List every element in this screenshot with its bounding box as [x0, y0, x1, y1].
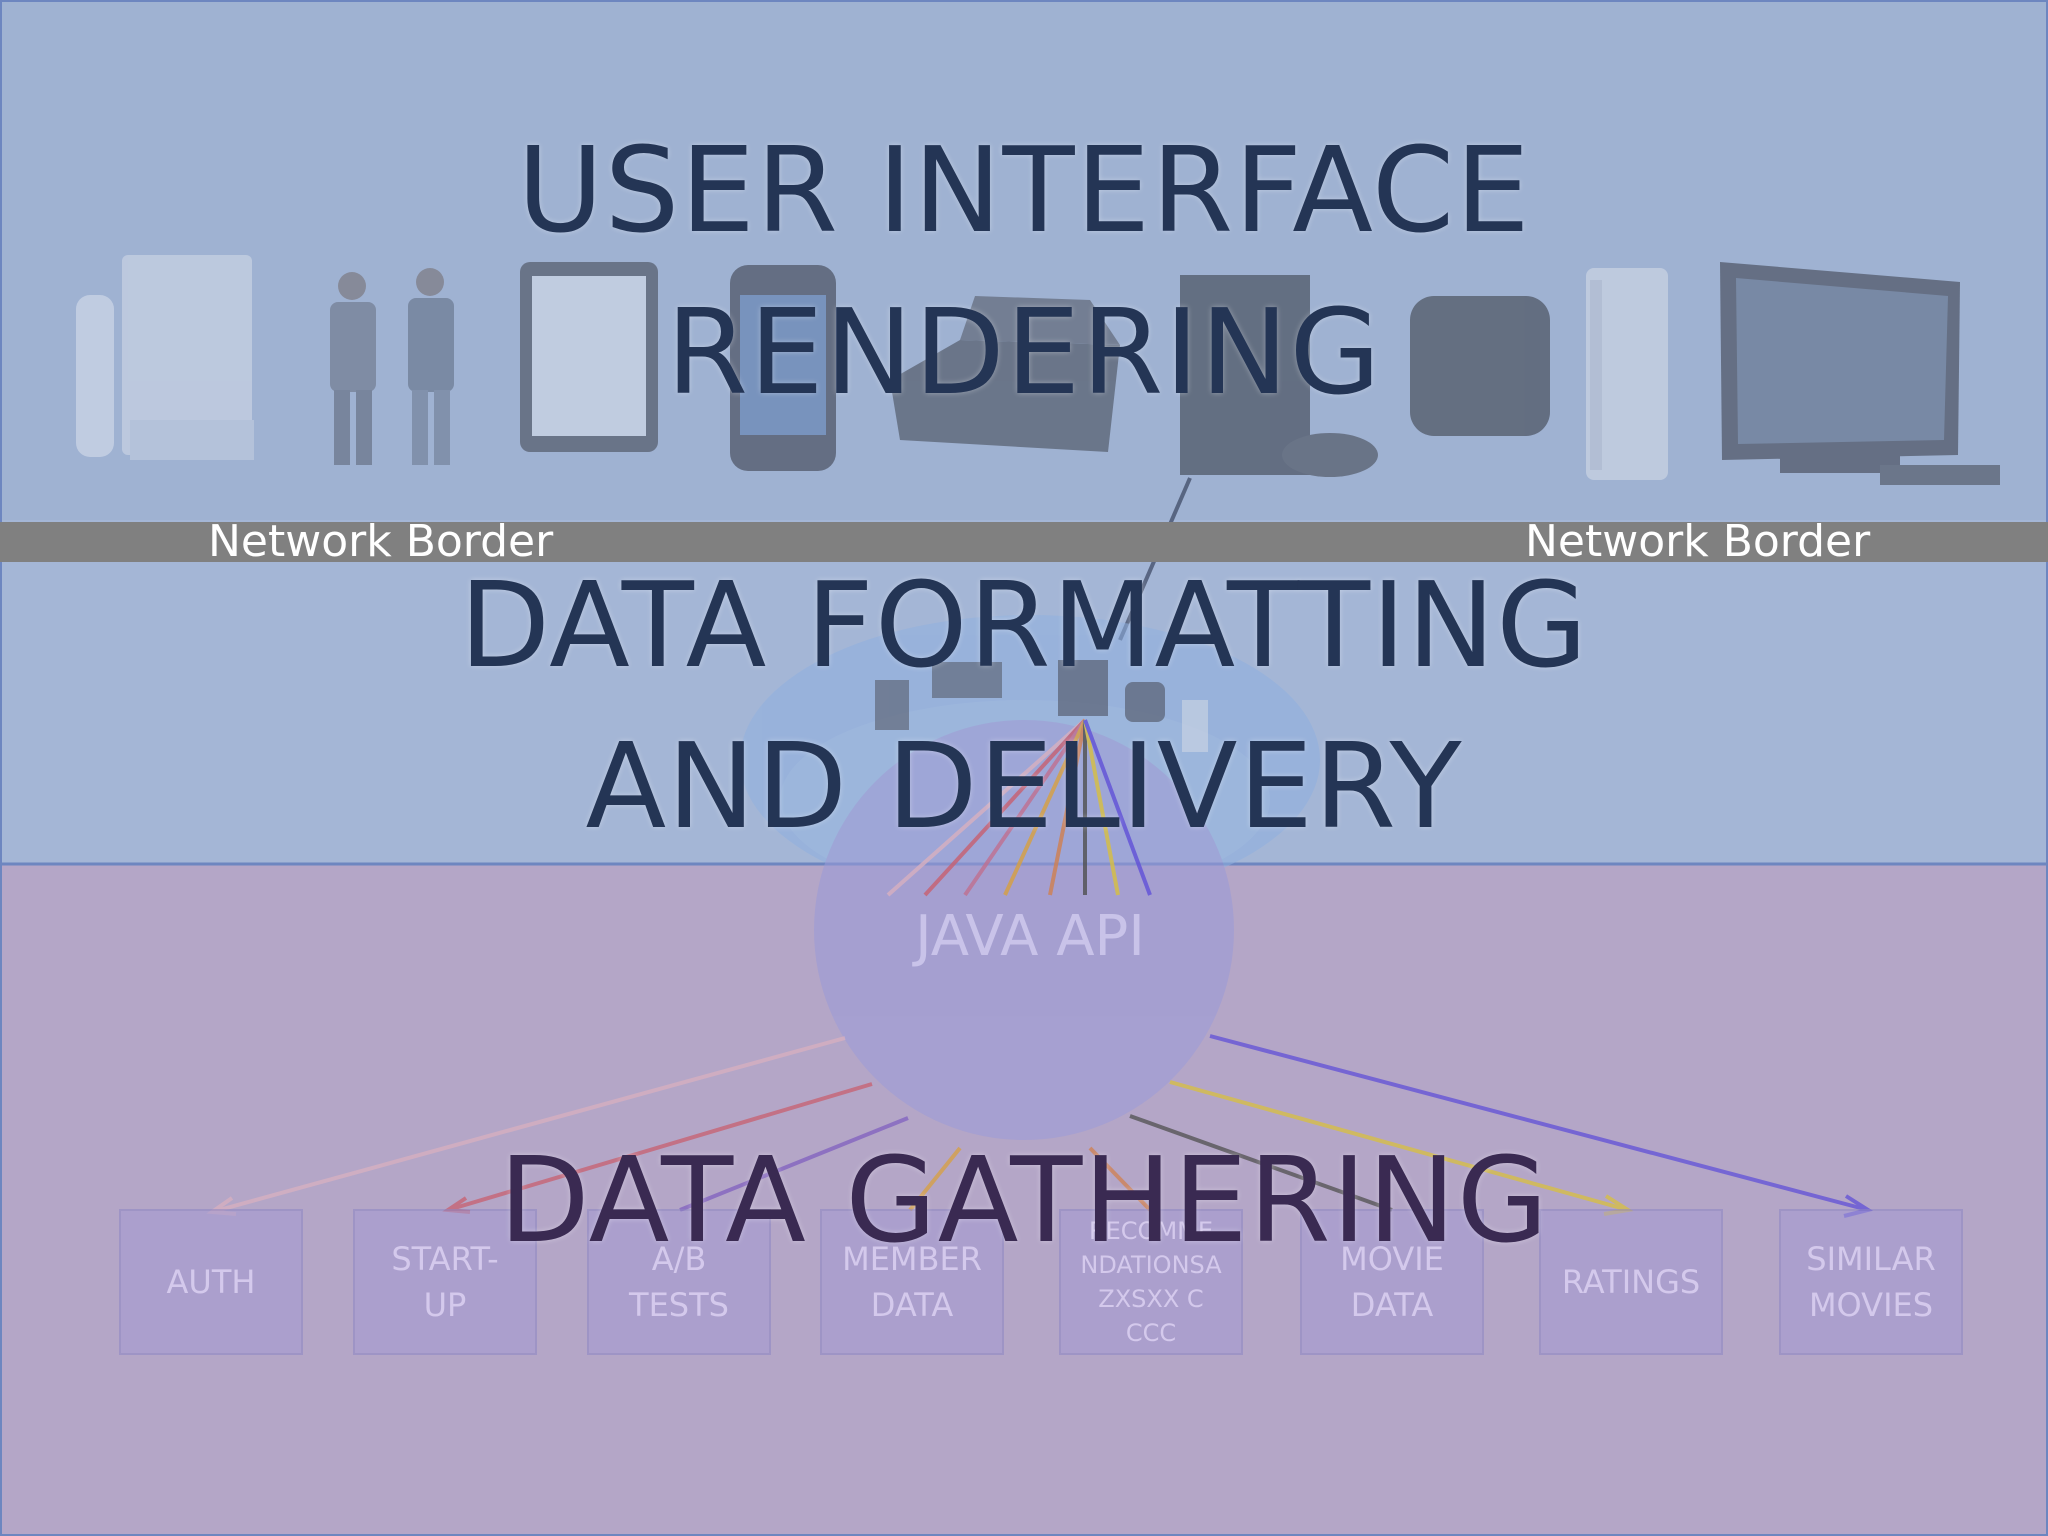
service-boxes — [119, 1209, 1963, 1355]
java-api-label: JAVA API — [915, 904, 1145, 969]
ui-band — [0, 0, 2048, 520]
service-label-ratings: RATINGS — [1561, 1263, 1701, 1301]
service-label-auth: AUTH — [166, 1263, 256, 1301]
service-arrows — [206, 1034, 1874, 1218]
service-label-startup: START- UP — [391, 1240, 499, 1324]
service-label-ab-tests: A/B TESTS — [629, 1240, 729, 1324]
network-border-label-right: Network Border — [1525, 516, 1871, 567]
xbox-console-icon — [1586, 268, 1668, 480]
smartphone-icon — [730, 265, 836, 471]
inner-diagram — [740, 615, 1320, 1140]
service-box-member-data — [820, 1209, 1004, 1355]
devices-row — [76, 255, 2000, 485]
service-label-movie-data: MOVIE DATA — [1340, 1240, 1444, 1324]
service-box-startup — [353, 1209, 537, 1355]
service-box-recommendations — [1059, 1209, 1243, 1355]
people-icon — [330, 268, 454, 465]
service-box-ab-tests — [587, 1209, 771, 1355]
ui-layer-title-line1: USER INTERFACE — [517, 121, 1531, 259]
service-label-member-data: MEMBER DATA — [842, 1240, 982, 1324]
service-box-auth — [119, 1209, 303, 1355]
network-border-label-left: Network Border — [208, 516, 554, 567]
television-icon — [1720, 262, 2000, 485]
java-api-circle — [814, 720, 1234, 1140]
set-top-box-icon — [890, 296, 1120, 452]
formatting-layer-title-line1: DATA FORMATTING — [459, 556, 1589, 694]
service-label-similar-movies: SIMILAR MOVIES — [1806, 1240, 1936, 1324]
api-fan-arrows — [886, 718, 1152, 897]
ui-layer-title-line2: RENDERING — [666, 283, 1382, 421]
apple-tv-icon — [1410, 296, 1550, 436]
tablet-icon — [520, 262, 658, 452]
gathering-layer-title: DATA GATHERING — [498, 1131, 1550, 1269]
service-box-similar-movies — [1779, 1209, 1963, 1355]
network-border-bar — [0, 522, 2048, 562]
game-console-icon — [1180, 275, 1378, 477]
formatting-layer-title-line2: AND DELIVERY — [585, 717, 1463, 855]
service-box-ratings — [1539, 1209, 1723, 1355]
service-label-recommendations: RECOMME NDATIONSA ZXSXX C CCC — [1080, 1217, 1222, 1347]
service-box-movie-data — [1300, 1209, 1484, 1355]
wii-console-icon — [76, 255, 254, 460]
